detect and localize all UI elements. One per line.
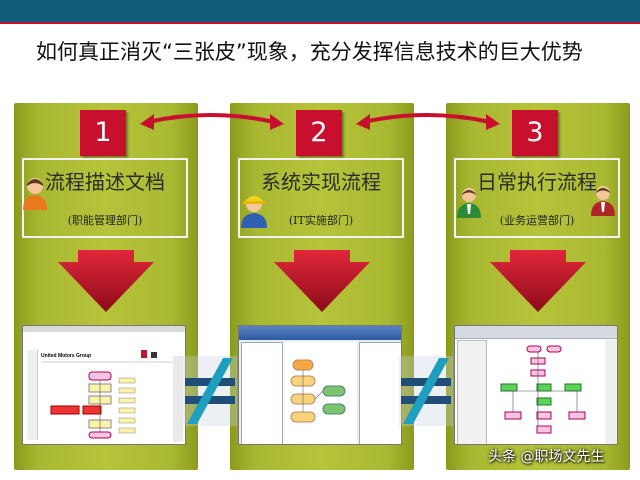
step-1-subtitle: (职能管理部门) bbox=[67, 214, 143, 227]
company-name: United Motors Group bbox=[41, 353, 91, 359]
not-equal-icon bbox=[399, 356, 453, 426]
window-toolbar bbox=[455, 326, 617, 339]
person-orange-icon bbox=[23, 178, 47, 210]
side-panel bbox=[457, 340, 487, 444]
workflow-diagram bbox=[283, 342, 357, 444]
process-document-screenshot: United Motors Group bbox=[22, 325, 186, 445]
watermark: 头条 @职场文先生 bbox=[488, 449, 605, 465]
not-equal-icon bbox=[183, 356, 237, 426]
tree-panel bbox=[241, 342, 283, 444]
down-arrow-icon bbox=[490, 250, 586, 312]
person-green-icon bbox=[457, 188, 481, 218]
step-1-number: 1 bbox=[80, 110, 126, 156]
step-1-box: 流程描述文档 (职能管理部门) bbox=[22, 158, 188, 238]
person-red-tie-icon bbox=[591, 186, 615, 216]
slide-title: 如何真正消灭“三张皮”现象，充分发挥信息技术的巨大优势 bbox=[36, 40, 583, 64]
step-2-number: 2 bbox=[296, 110, 342, 156]
flowchart-diagram bbox=[41, 350, 183, 442]
step-3-title: 日常执行流程 bbox=[477, 170, 597, 194]
step-1-title: 流程描述文档 bbox=[45, 170, 165, 194]
window-titlebar bbox=[239, 326, 401, 340]
daily-execution-screenshot bbox=[454, 325, 618, 445]
step-2-title: 系统实现流程 bbox=[261, 170, 381, 194]
down-arrow-icon bbox=[274, 250, 370, 312]
down-arrow-icon bbox=[58, 250, 154, 312]
step-3-subtitle: (业务运营部门) bbox=[499, 214, 575, 227]
person-worker-icon bbox=[241, 196, 267, 228]
double-arrow-icon bbox=[356, 113, 500, 130]
double-arrow-icon bbox=[140, 113, 284, 130]
step-2-box: 系统实现流程 (IT实施部门) bbox=[238, 158, 404, 238]
step-3-box: 日常执行流程 (业务运营部门) bbox=[454, 158, 620, 238]
header-accent-line bbox=[0, 22, 640, 24]
step-2-subtitle: (IT实施部门) bbox=[288, 214, 354, 227]
left-ruler bbox=[27, 350, 38, 440]
window-toolbar bbox=[23, 326, 185, 332]
properties-panel bbox=[359, 342, 401, 444]
step-3-number: 3 bbox=[512, 110, 558, 156]
execution-flow-diagram bbox=[487, 340, 617, 444]
header-bar bbox=[0, 0, 640, 22]
system-implementation-screenshot bbox=[238, 325, 402, 445]
